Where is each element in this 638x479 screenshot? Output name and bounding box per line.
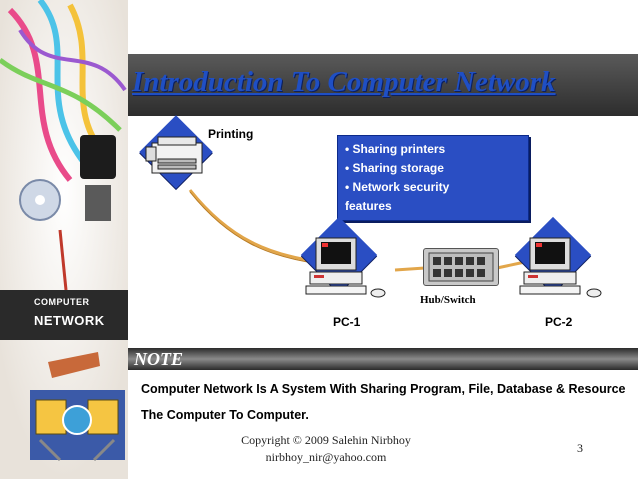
bullet-text: Network security [353,180,450,194]
hub-switch-label: Hub/Switch [420,294,476,306]
note-band [128,348,638,370]
bullet-item: • Sharing storage [345,159,528,178]
sharing-benefits-box: • Sharing printers • Sharing storage • N… [337,135,529,221]
slide-number: 3 [577,441,583,456]
printer-icon [142,135,212,185]
bullet-item: • Sharing printers [345,140,528,159]
sidebar-caption-computer: COMPUTER [34,297,90,307]
copyright-line: Copyright © 2009 Salehin Nirbhoy [226,432,426,449]
bullet-item: • Network security [345,178,528,197]
bullet-text: features [345,199,392,213]
sidebar-illustration [0,0,128,479]
pc2-computer-icon [514,236,614,306]
note-heading: NOTE [134,349,183,370]
printing-label: Printing [208,127,253,141]
note-body-text: Computer Network Is A System With Sharin… [141,376,631,428]
slide-title: Introduction To Computer Network [132,66,556,99]
bullet-text: Sharing printers [353,142,446,156]
copyright-footer: Copyright © 2009 Salehin Nirbhoy nirbhoy… [226,432,426,466]
pc2-label: PC-2 [545,315,572,329]
sidebar-caption-network: NETWORK [34,313,105,328]
pc1-label: PC-1 [333,315,360,329]
pc1-hub-cable [395,268,425,270]
pc1-computer-icon [300,236,390,306]
hub-switch-device [423,248,499,286]
bullet-text: Sharing storage [353,161,444,175]
bullet-item: features [345,197,528,216]
copyright-email: nirbhoy_nir@yahoo.com [226,449,426,466]
hub-ports-icon [424,249,498,285]
left-sidebar-art: COMPUTER NETWORK [0,0,128,479]
